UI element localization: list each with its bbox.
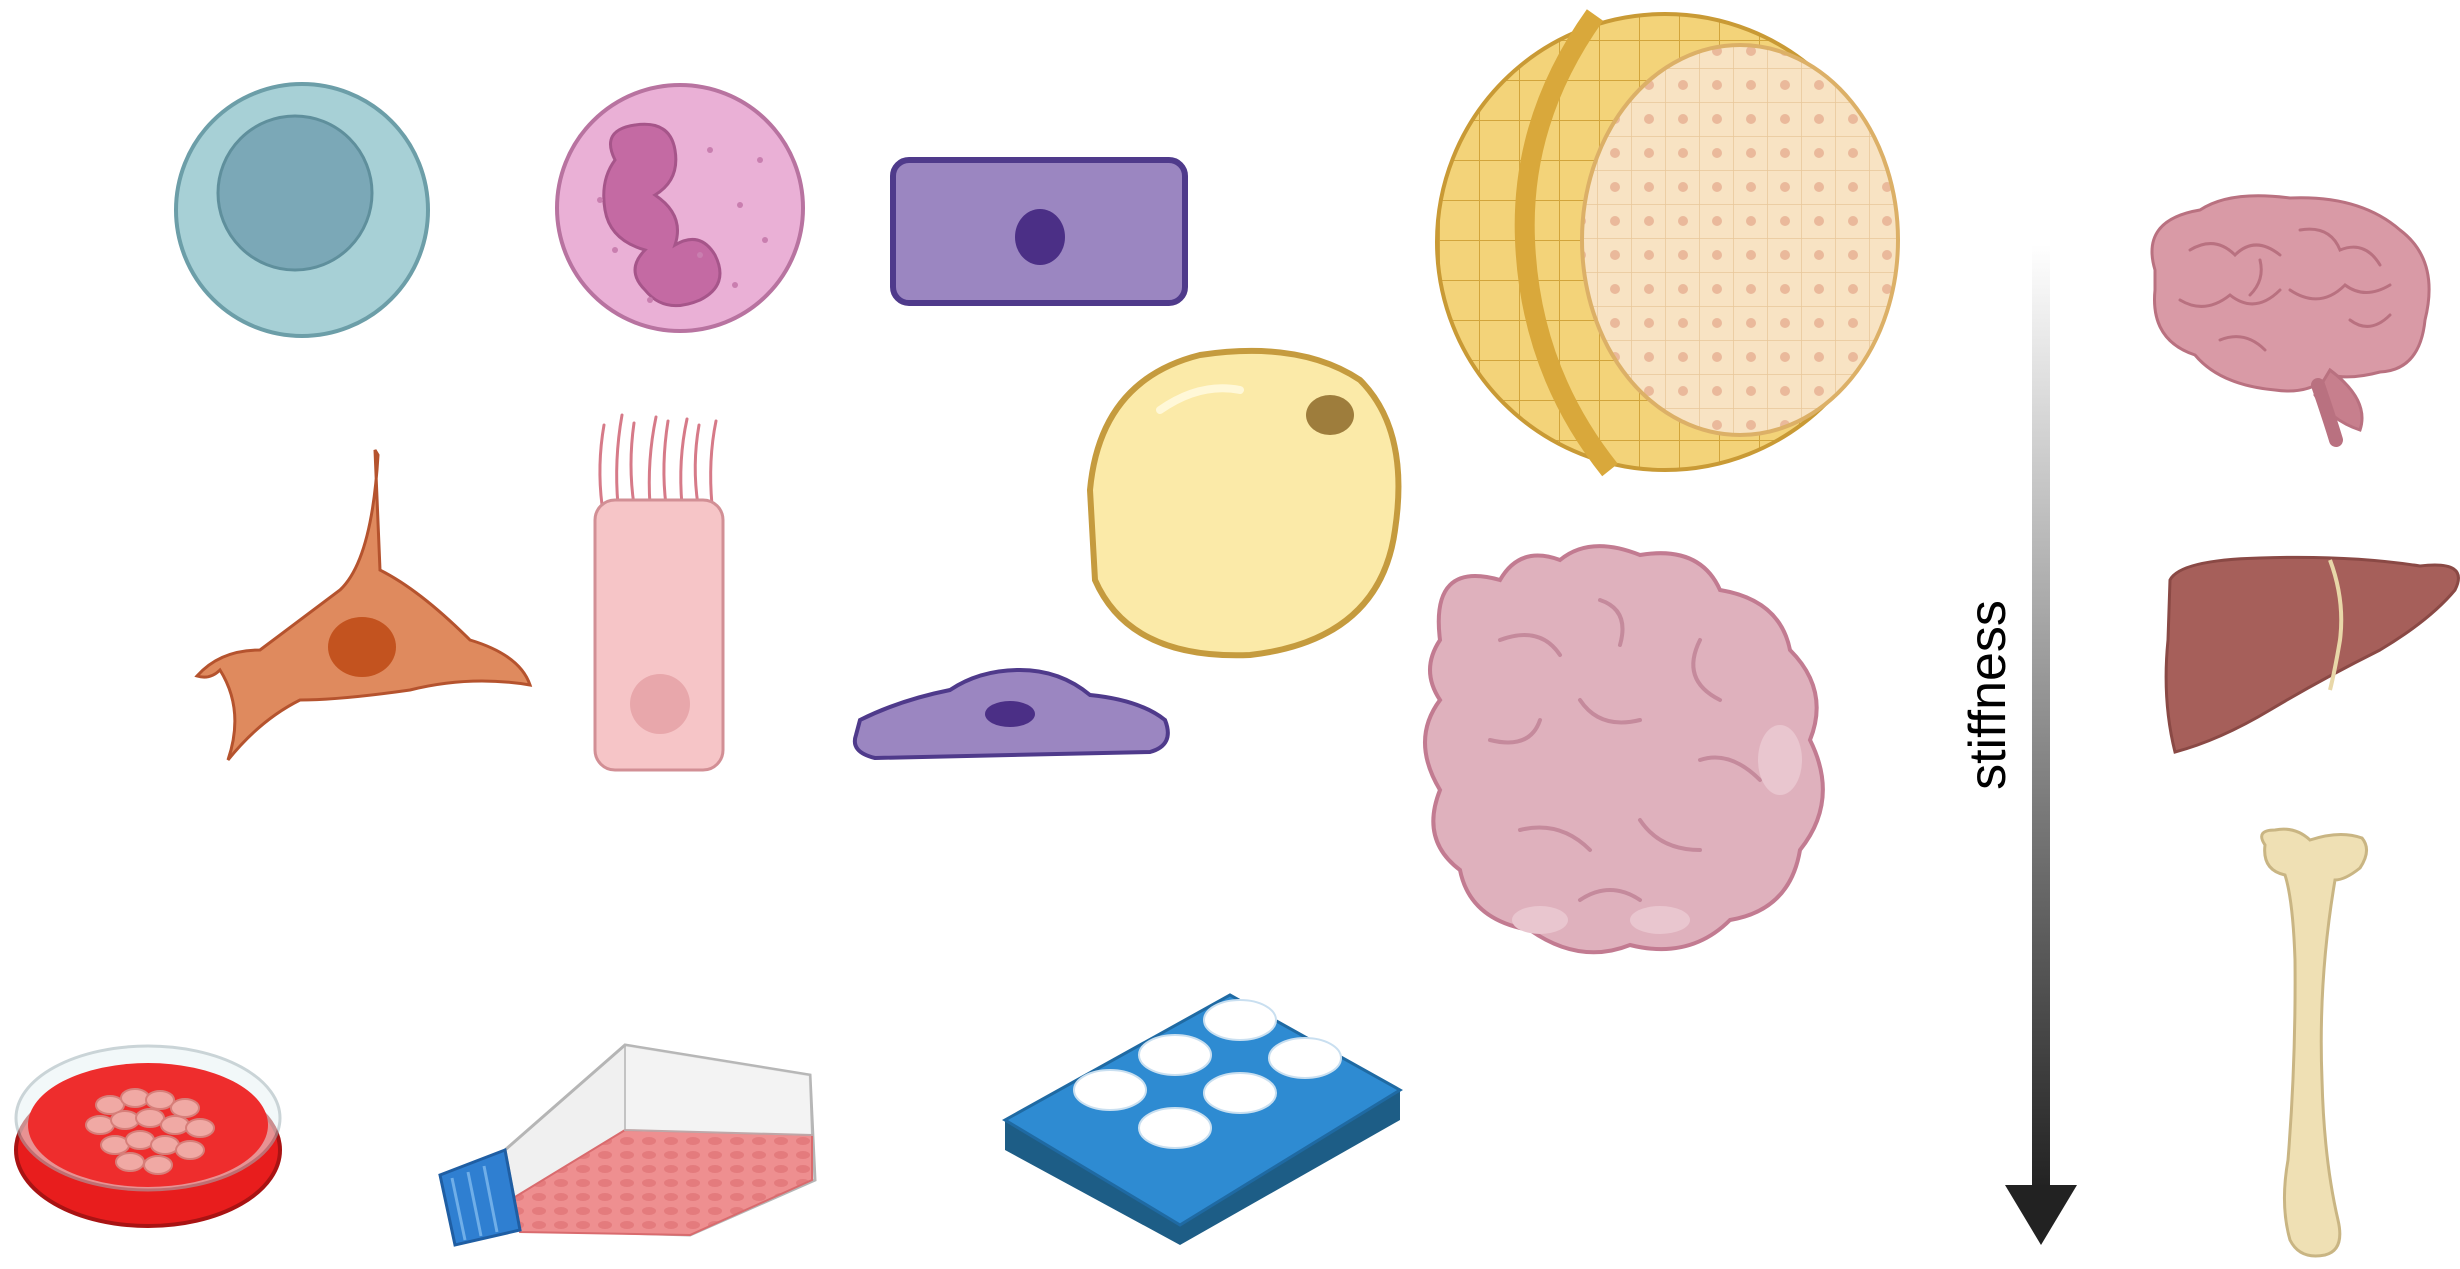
well-plate-icon xyxy=(1005,995,1400,1245)
epithelial-cell-icon xyxy=(893,160,1185,303)
culture-flask-icon xyxy=(440,1045,815,1245)
endothelial-cell-icon xyxy=(855,670,1168,758)
liver-icon xyxy=(2166,557,2458,752)
axis-label: stiffness xyxy=(1959,600,2017,790)
neutrophil-icon xyxy=(557,85,803,331)
spheroid-cross-section-icon xyxy=(1437,14,1898,470)
lymphocyte-icon xyxy=(176,84,428,336)
fibroblast-icon xyxy=(197,450,530,760)
bone-icon xyxy=(2262,829,2367,1256)
brain-icon xyxy=(2152,196,2429,440)
ciliated-cell-icon xyxy=(595,415,723,770)
stiffness-axis: stiffness xyxy=(1959,245,2077,1245)
adipocyte-icon xyxy=(1090,351,1398,655)
organoid-icon xyxy=(1425,546,1823,952)
petri-dish-icon xyxy=(16,1046,280,1226)
